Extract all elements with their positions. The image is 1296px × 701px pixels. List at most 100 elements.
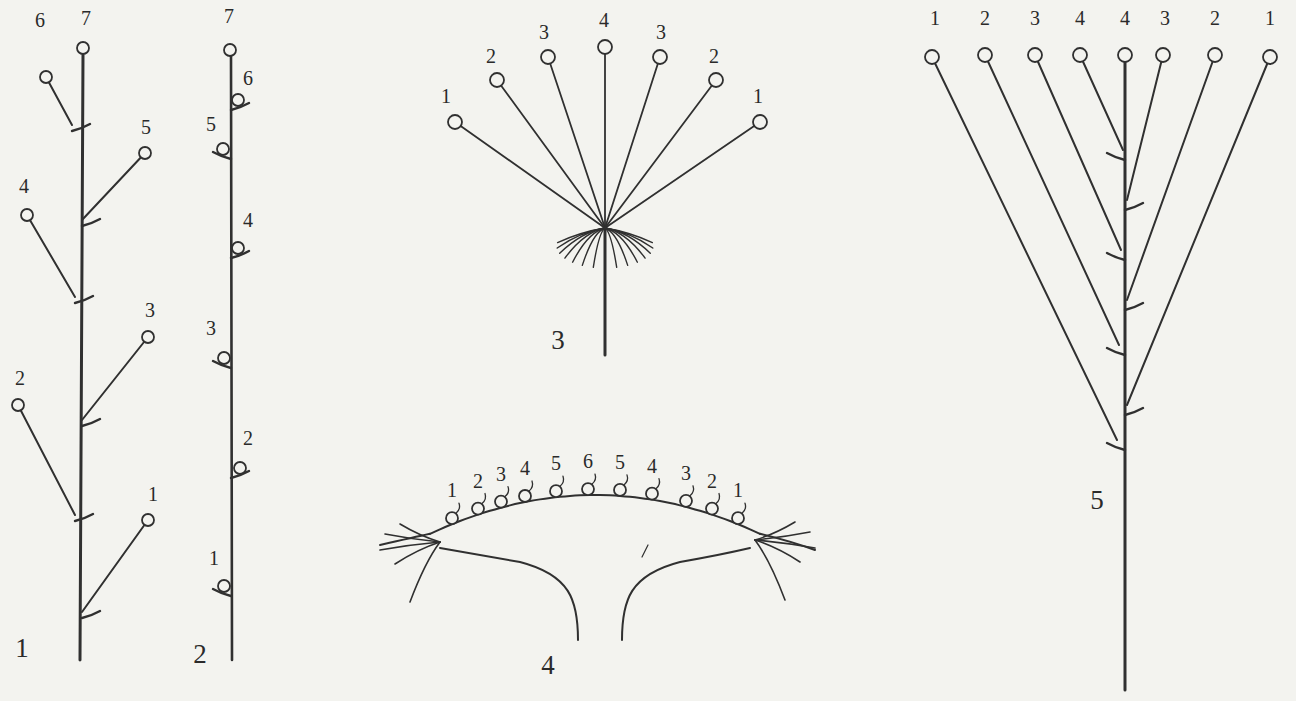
receptacle (430, 495, 760, 534)
flowering-order-number: 7 (81, 8, 91, 28)
flowering-order-number: 5 (206, 114, 216, 134)
floret-tail (560, 476, 564, 486)
flowering-order-number: 2 (707, 471, 717, 491)
flowering-order-number: 2 (243, 428, 253, 448)
flower-circle (21, 209, 33, 221)
flower-circle (472, 503, 484, 515)
flower-circle (925, 50, 939, 64)
main-axis (1124, 62, 1127, 690)
flowering-order-number: 3 (496, 464, 506, 484)
floret-tail (742, 503, 746, 513)
floret-tail (592, 474, 596, 484)
bract (1107, 443, 1125, 450)
figure-number: 5 (1090, 487, 1104, 514)
capitulum-figure (380, 474, 815, 640)
flowering-order-number: 1 (930, 8, 940, 28)
umbel-ray (455, 122, 605, 228)
flowering-order-number: 4 (1075, 8, 1085, 28)
flowering-order-number: 6 (583, 451, 593, 471)
flowering-order-number: 5 (615, 452, 625, 472)
peduncle (604, 228, 607, 355)
flower-circle (709, 73, 723, 87)
floret-tail (482, 494, 486, 504)
flower-circle (232, 242, 244, 254)
bract (82, 419, 100, 426)
flower-circle (142, 514, 154, 526)
flowering-order-number: 3 (206, 318, 216, 338)
involucre-bract (605, 228, 617, 267)
floret-tail (716, 494, 720, 504)
peduncle (440, 548, 578, 640)
umbel-ray (605, 57, 660, 228)
flower-circle (139, 147, 151, 159)
flowering-order-number: 1 (1265, 8, 1275, 28)
flowering-order-number: 4 (19, 176, 29, 196)
stem-line (1080, 55, 1123, 150)
flower-circle (978, 48, 992, 62)
involucre-bract (755, 522, 795, 540)
flower-circle (1073, 48, 1087, 62)
stem-line (46, 77, 72, 125)
involucre-bract (605, 228, 653, 248)
stem-line (82, 153, 145, 220)
floret-tail (656, 479, 660, 489)
flower-circle (541, 50, 555, 64)
flower-circle (753, 115, 767, 129)
flower-circle (598, 40, 612, 54)
flowering-order-number: 7 (224, 6, 234, 26)
stem-line (18, 405, 75, 515)
flowering-order-number: 5 (551, 453, 561, 473)
flower-circle (448, 115, 462, 129)
flower-circle (550, 485, 562, 497)
figure-number: 1 (15, 635, 29, 662)
involucre-bract (400, 524, 440, 542)
flower-circle (446, 512, 458, 524)
main-axis (80, 55, 83, 660)
flowering-order-number: 3 (145, 300, 155, 320)
bract (1125, 408, 1143, 415)
flowering-order-number: 1 (441, 86, 451, 106)
bract (1107, 253, 1125, 260)
flowering-order-number: 6 (35, 10, 45, 30)
flowering-order-number: 3 (1160, 8, 1170, 28)
stem-line (1127, 55, 1215, 300)
bract (82, 219, 100, 226)
involucre-bract (410, 542, 440, 602)
flower-circle (218, 580, 230, 592)
flowering-order-number: 4 (1120, 8, 1130, 28)
flower-circle (1263, 50, 1277, 64)
stem-line (1127, 55, 1163, 200)
flowering-order-number: 5 (141, 117, 151, 137)
flowering-order-number: 2 (1210, 8, 1220, 28)
bract (75, 514, 93, 521)
involucre-bract (604, 228, 605, 268)
flower-circle (1028, 48, 1042, 62)
flower-circle (224, 44, 236, 56)
floret-tail (624, 475, 628, 485)
peduncle (622, 548, 750, 640)
floret-tail (690, 486, 694, 496)
flower-circle (232, 94, 244, 106)
flower-circle (142, 331, 154, 343)
flower-circle (519, 490, 531, 502)
figure-number: 4 (541, 652, 555, 679)
umbel-ray (604, 47, 606, 228)
flowering-order-number: 2 (486, 46, 496, 66)
bract (75, 296, 93, 303)
umbel-ray (605, 80, 716, 228)
involucre-bract (605, 228, 652, 243)
involucre-bract (573, 228, 605, 262)
flower-circle (1118, 48, 1132, 62)
flowering-order-number: 1 (447, 480, 457, 500)
flowering-order-number: 2 (15, 368, 25, 388)
flower-circle (1156, 48, 1170, 62)
involucre-bract (385, 534, 440, 542)
flower-circle (706, 503, 718, 515)
involucre-bract (755, 532, 810, 540)
tick-mark (642, 545, 648, 557)
flowering-order-number: 2 (709, 46, 719, 66)
flowering-order-number: 3 (539, 22, 549, 42)
flowering-order-number: 1 (148, 484, 158, 504)
flower-circle (732, 512, 744, 524)
involucre-bract (605, 228, 650, 253)
